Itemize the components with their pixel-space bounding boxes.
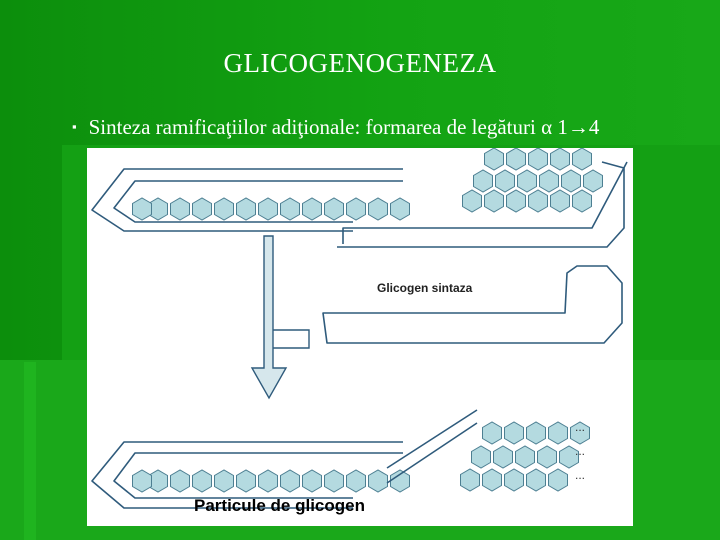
glucose-unit [570,421,590,445]
glucose-unit [528,189,548,213]
glucose-unit [170,197,190,221]
glucose-unit [561,169,581,193]
glucose-unit [484,189,504,213]
top-particle-connector [342,161,628,244]
glucose-unit [462,189,482,213]
glucose-unit [528,148,548,171]
glucose-unit [548,421,568,445]
glucose-unit [572,189,592,213]
glucose-unit [526,468,546,492]
down-arrow-icon [250,235,288,400]
bullet-item: ▪ Sinteza ramificaţiilor adiţionale: form… [72,115,599,145]
glucose-unit [504,421,524,445]
top-particle-outline [91,168,403,232]
square-bullet-icon: ▪ [72,119,77,134]
glucose-unit [258,197,278,221]
arrow-elbow [273,329,310,349]
glucose-unit [550,148,570,171]
glucose-unit [484,148,504,171]
ellipsis-text: ... [575,468,585,482]
glucose-unit [280,197,300,221]
ellipsis-text: ... [575,444,585,458]
glucose-unit [302,197,322,221]
glucose-unit [368,197,388,221]
glucose-unit [517,169,537,193]
glucose-unit [192,469,212,493]
glucose-unit [526,421,546,445]
glucose-unit [132,197,152,221]
glucose-unit [390,197,410,221]
bullet-text: Sinteza ramificaţiilor adiţionale: forma… [88,115,600,139]
glucose-unit [537,445,557,469]
glucose-unit [504,468,524,492]
glucose-unit [346,197,366,221]
glucose-unit [324,469,344,493]
glucose-unit [368,469,388,493]
glucose-unit [236,469,256,493]
glucose-unit [346,469,366,493]
glycogen-synthesis-figure: ......... Glicogen sintaza Particule de … [87,148,633,526]
glucose-unit [482,468,502,492]
glucose-unit [515,445,535,469]
glucose-unit [460,468,480,492]
bottom-particle-outline [91,441,403,509]
glucose-unit [506,148,526,171]
glucose-unit [214,469,234,493]
glucose-unit [324,197,344,221]
glycogen-diagram: ......... [91,148,628,509]
bottom-branch-link [386,422,478,484]
enzyme-label: Glicogen sintaza [377,281,473,295]
glucose-unit [506,189,526,213]
glucose-unit [170,469,190,493]
glucose-unit [258,469,278,493]
glucose-unit [482,421,502,445]
glucose-unit [539,169,559,193]
glucose-unit [473,169,493,193]
enzyme-shape [322,265,623,344]
glucose-unit [548,468,568,492]
glucose-unit [390,469,410,493]
glucose-unit [572,148,592,171]
top-particle-branch-outline [337,161,625,248]
slide-title: GLICOGENOGENEZA [223,48,497,78]
glucose-unit [495,169,515,193]
glucose-unit [214,197,234,221]
ellipsis-text: ... [575,420,585,434]
particles-label: Particule de glicogen [194,496,365,515]
glucose-unit [280,469,300,493]
glucose-unit [550,189,570,213]
glucose-unit [236,197,256,221]
glucose-unit [583,169,603,193]
bottom-branch-link-2 [386,409,478,469]
bottom-particle-inner-outline [113,452,403,499]
glucose-unit [192,197,212,221]
top-particle-inner-outline [113,180,403,223]
glucose-unit [493,445,513,469]
glucose-unit [471,445,491,469]
glucose-unit [132,469,152,493]
glucose-unit [559,445,579,469]
slide-background-strip [24,362,36,540]
glucose-unit [302,469,322,493]
